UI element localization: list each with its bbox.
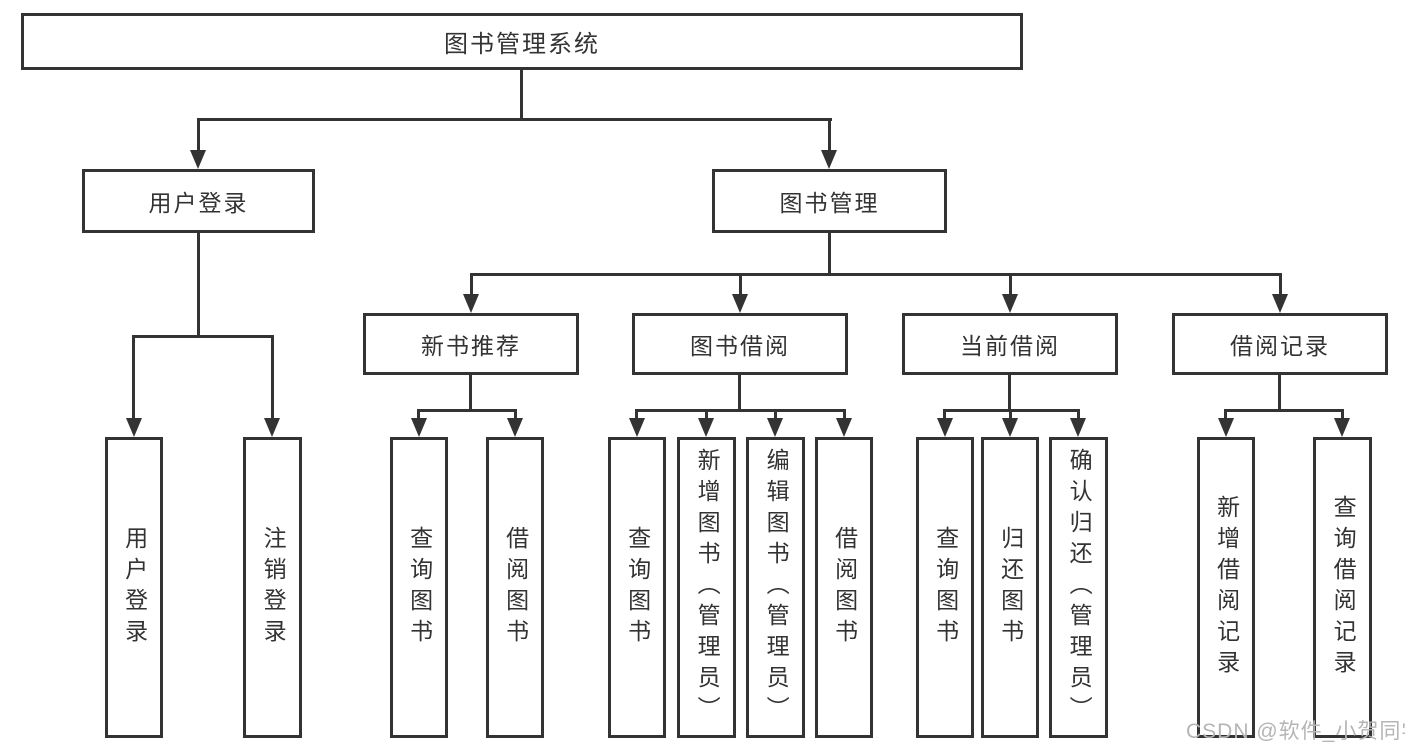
leaf-label: 查询图书 (406, 525, 433, 650)
leaf-label: 借阅图书 (831, 525, 858, 650)
connector-stem (1009, 409, 1012, 423)
connector-root-drop (520, 67, 523, 121)
connector-stem (514, 409, 517, 423)
node-logout-login: 注销登录 (243, 437, 302, 738)
connector-stem (1077, 409, 1080, 423)
arrow-down-icon (264, 418, 280, 437)
csdn-watermark: CSDN @软件_小贺同学 (1186, 720, 1405, 743)
node-new-book-recommend: 新书推荐 (363, 313, 579, 375)
connector-stem-book-mgmt (828, 118, 831, 154)
connector-user-login-split (132, 335, 274, 338)
connector-stem (1009, 273, 1012, 298)
connector-stem (739, 273, 742, 298)
node-root-library-management-system: 图书管理系统 (21, 13, 1023, 70)
connector-level1-split (197, 118, 832, 121)
leaf-label: 归还图书 (997, 525, 1024, 650)
leaf-label: 查询图书 (932, 525, 959, 650)
leaf-label: 确认归还（管理员） (1066, 448, 1093, 727)
leaf-label: 查询图书 (624, 525, 651, 650)
connector-stem (1279, 273, 1282, 298)
node-query-borrow-record: 查询借阅记录 (1313, 437, 1372, 738)
node-book-management-label: 图书管理 (779, 190, 880, 216)
connector-stem (635, 409, 638, 423)
arrow-down-icon (1070, 418, 1086, 437)
node-book-management: 图书管理 (712, 169, 947, 233)
connector-drop (738, 373, 741, 412)
connector-split (1224, 409, 1344, 412)
node-user-login-label: 用户登录 (148, 190, 249, 216)
leaf-label: 新增图书（管理员） (694, 448, 721, 727)
connector-stem (1224, 409, 1227, 423)
leaf-label: 查询借阅记录 (1330, 494, 1357, 681)
leaf-label: 新增借阅记录 (1213, 494, 1240, 681)
node-current-borrowing-label: 当前借阅 (960, 333, 1060, 359)
arrow-down-icon (629, 418, 645, 437)
node-root-label: 图书管理系统 (444, 31, 600, 58)
connector-drop (469, 373, 472, 412)
node-borrowing-records: 借阅记录 (1172, 313, 1388, 375)
connector-stem (470, 273, 473, 298)
connector-stem (271, 335, 274, 423)
arrow-down-icon (190, 150, 206, 169)
connector-stem (843, 409, 846, 423)
arrow-down-icon (1002, 294, 1018, 313)
connector-drop (1278, 373, 1281, 412)
leaf-label: 注销登录 (260, 525, 287, 650)
arrow-down-icon (937, 418, 953, 437)
arrow-down-icon (463, 294, 479, 313)
connector-stem (943, 409, 946, 423)
node-query-books-borrowing: 查询图书 (608, 437, 666, 738)
node-return-books: 归还图书 (981, 437, 1039, 738)
connector-stem-user-login (197, 118, 200, 154)
node-user-login-leaf: 用户登录 (105, 437, 163, 738)
connector-split (635, 409, 846, 412)
connector-drop (1008, 373, 1011, 412)
arrow-down-icon (1218, 418, 1234, 437)
node-query-books-current: 查询图书 (916, 437, 974, 738)
arrow-down-icon (698, 418, 714, 437)
node-edit-book-admin: 编辑图书（管理员） (746, 437, 805, 738)
node-confirm-return-admin: 确认归还（管理员） (1049, 437, 1108, 738)
arrow-down-icon (1334, 418, 1350, 437)
arrow-down-icon (1272, 294, 1288, 313)
arrow-down-icon (126, 418, 142, 437)
leaf-label: 借阅图书 (502, 525, 529, 650)
node-query-books-recommend: 查询图书 (390, 437, 448, 738)
node-new-book-recommend-label: 新书推荐 (421, 333, 521, 359)
leaf-label: 编辑图书（管理员） (763, 448, 790, 727)
node-book-borrowing: 图书借阅 (632, 313, 848, 375)
arrow-down-icon (1002, 418, 1018, 437)
node-borrowing-records-label: 借阅记录 (1230, 333, 1330, 359)
node-add-book-admin: 新增图书（管理员） (677, 437, 736, 738)
node-current-borrowing: 当前借阅 (902, 313, 1118, 375)
connector-level2-split (470, 273, 1282, 276)
node-add-borrow-record: 新增借阅记录 (1197, 437, 1255, 738)
connector-stem (1341, 409, 1344, 423)
connector-book-mgmt-drop (828, 231, 831, 276)
node-book-borrowing-label: 图书借阅 (690, 333, 790, 359)
arrow-down-icon (767, 418, 783, 437)
node-user-login: 用户登录 (82, 169, 315, 233)
connector-stem (132, 335, 135, 423)
arrow-down-icon (507, 418, 523, 437)
connector-stem (417, 409, 420, 423)
connector-stem (774, 409, 777, 423)
arrow-down-icon (732, 294, 748, 313)
arrow-down-icon (836, 418, 852, 437)
node-borrow-books-recommend: 借阅图书 (486, 437, 544, 738)
node-borrow-books: 借阅图书 (815, 437, 873, 738)
leaf-label: 用户登录 (121, 525, 148, 650)
arrow-down-icon (821, 150, 837, 169)
arrow-down-icon (411, 418, 427, 437)
connector-user-login-drop (197, 231, 200, 337)
connector-split (417, 409, 517, 412)
connector-stem (705, 409, 708, 423)
